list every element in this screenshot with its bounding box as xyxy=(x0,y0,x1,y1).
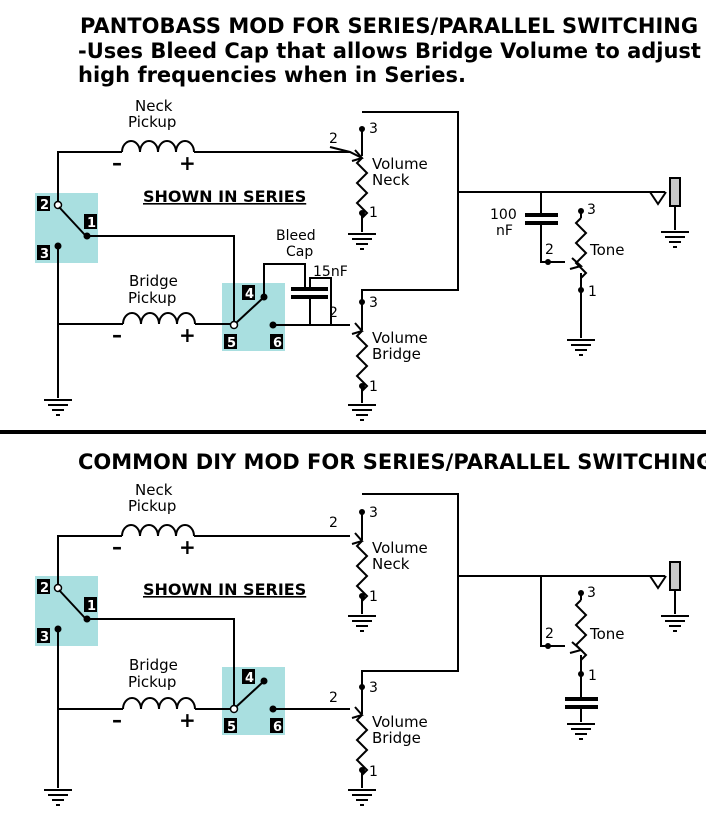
top-switch-a-pin3: 3 xyxy=(40,247,49,262)
top-switch-a-pin2: 2 xyxy=(40,198,49,213)
bottom-shown-in-series: SHOWN IN SERIES xyxy=(143,580,306,599)
top-neck-minus: – xyxy=(112,151,122,175)
top-bleed-label-2: Cap xyxy=(286,244,313,260)
top-switch-b-pin4: 4 xyxy=(245,287,254,302)
top-bleed-label-1: Bleed xyxy=(276,228,316,244)
bottom-vbridge-pin1: 1 xyxy=(369,764,378,780)
bottom-bridge-label-2: Pickup xyxy=(128,673,176,691)
bottom-vbridge-label-2: Bridge xyxy=(372,729,421,747)
bottom-neck-label-2: Pickup xyxy=(128,497,176,515)
top-bridge-plus: + xyxy=(179,323,196,347)
top-bridge-label-1: Bridge xyxy=(129,272,178,290)
bottom-bridge-minus: – xyxy=(112,708,122,732)
bottom-switch-b-pin4: 4 xyxy=(245,671,254,686)
top-neck-label-1: Neck xyxy=(135,97,173,115)
top-vneck-pin2: 2 xyxy=(329,131,338,147)
top-vbridge-label-2: Bridge xyxy=(372,345,421,363)
top-vneck-label-2: Neck xyxy=(372,171,410,189)
bottom-switch-a-pin3: 3 xyxy=(40,630,49,645)
bottom-switch-a-pin2: 2 xyxy=(40,581,49,596)
bottom-tone-pin2: 2 xyxy=(545,626,554,642)
top-vneck-pin3: 3 xyxy=(369,121,378,137)
bottom-vneck-pin3: 3 xyxy=(369,505,378,521)
bottom-neck-minus: – xyxy=(112,535,122,559)
bottom-switch-a-pin1: 1 xyxy=(87,599,96,614)
top-tonecap-label-2: nF xyxy=(496,223,513,239)
bottom-vbridge-pin2: 2 xyxy=(329,690,338,706)
bottom-neck-label-1: Neck xyxy=(135,481,173,499)
top-title: PANTOBASS MOD FOR SERIES/PARALLEL SWITCH… xyxy=(80,14,699,38)
top-subtitle-line1: -Uses Bleed Cap that allows Bridge Volum… xyxy=(78,39,701,63)
top-vneck-label-1: Volume xyxy=(372,155,428,173)
bottom-vneck-label-1: Volume xyxy=(372,539,428,557)
top-switch-b-pin5: 5 xyxy=(227,336,236,351)
top-vbridge-label-1: Volume xyxy=(372,329,428,347)
bottom-vneck-pin1: 1 xyxy=(369,589,378,605)
top-tonecap-label-1: 100 xyxy=(490,207,517,223)
bottom-vbridge-pin3: 3 xyxy=(369,680,378,696)
bottom-title: COMMON DIY MOD FOR SERIES/PARALLEL SWITC… xyxy=(78,450,706,474)
top-shown-in-series: SHOWN IN SERIES xyxy=(143,187,306,206)
bottom-tone-pin1: 1 xyxy=(588,668,597,684)
top-neck-plus: + xyxy=(179,151,196,175)
bottom-vbridge-label-1: Volume xyxy=(372,713,428,731)
top-vbridge-pin1: 1 xyxy=(369,379,378,395)
top-switch-b-pin6: 6 xyxy=(273,336,282,351)
bottom-bridge-label-1: Bridge xyxy=(129,656,178,674)
bottom-vneck-label-2: Neck xyxy=(372,555,410,573)
bottom-bridge-plus: + xyxy=(179,708,196,732)
bottom-switch-b-pin5: 5 xyxy=(227,720,236,735)
top-vbridge-pin3: 3 xyxy=(369,295,378,311)
bottom-tone-pin3: 3 xyxy=(587,585,596,601)
top-vbridge-pin2: 2 xyxy=(329,305,338,321)
top-subtitle-line2: high frequencies when in Series. xyxy=(78,63,467,87)
top-tone-pin2: 2 xyxy=(545,242,554,258)
top-neck-label-2: Pickup xyxy=(128,113,176,131)
top-bridge-label-2: Pickup xyxy=(128,289,176,307)
top-bleed-value: 15nF xyxy=(313,264,348,280)
top-circuit: 2 1 3 4 5 6 – + Neck Pickup – + Bridge P… xyxy=(35,97,690,421)
bottom-neck-plus: + xyxy=(179,535,196,559)
top-tone-pin3: 3 xyxy=(587,202,596,218)
top-tone-pin1: 1 xyxy=(588,284,597,300)
bottom-vneck-pin2: 2 xyxy=(329,515,338,531)
top-switch-a-pin1: 1 xyxy=(87,216,96,231)
bottom-circuit: 2 1 3 4 5 6 – + Neck Pickup – + Bridge P… xyxy=(35,481,690,806)
bottom-tone-label: Tone xyxy=(589,625,625,643)
top-tone-label: Tone xyxy=(589,241,625,259)
top-vneck-pin1: 1 xyxy=(369,205,378,221)
bottom-switch-b-pin6: 6 xyxy=(273,720,282,735)
top-bridge-minus: – xyxy=(112,323,122,347)
